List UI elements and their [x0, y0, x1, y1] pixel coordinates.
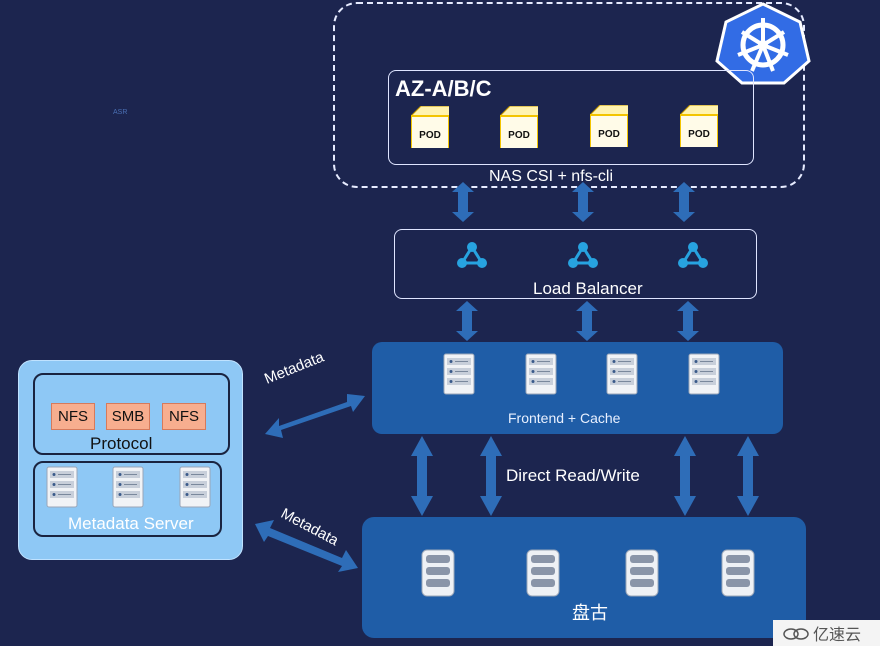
metadata-servers — [46, 466, 211, 508]
metadata-server-label: Metadata Server — [68, 514, 194, 533]
az-group — [388, 70, 754, 165]
pod: POD — [678, 103, 730, 157]
metadata-server-box — [33, 461, 222, 537]
metadata-arrow-upper — [265, 394, 365, 438]
lb-frontend-arrows — [456, 301, 699, 341]
k8s-cluster-frame — [333, 2, 805, 188]
watermark-text: 亿速云 — [813, 627, 862, 644]
protocol-chip: NFS — [51, 403, 95, 430]
pod-label: POD — [598, 129, 620, 140]
direct-read-write-label: Direct Read/Write — [506, 466, 640, 485]
metadata-arrow-lower — [255, 520, 358, 572]
protocol-chip: NFS — [162, 403, 206, 430]
kubernetes-logo-icon — [715, 2, 811, 85]
load-balancer-box — [394, 229, 757, 299]
pangu-storage-label: 盘古 — [572, 603, 608, 623]
protocol-chip: SMB — [106, 403, 150, 430]
protocol-label: Protocol — [90, 434, 153, 453]
pod: POD — [409, 104, 461, 158]
pod: POD — [588, 103, 640, 157]
metadata-panel — [18, 360, 243, 560]
protocol-box — [33, 373, 230, 455]
frontend-cache-label: Frontend + Cache — [508, 410, 621, 426]
pod-label: POD — [508, 130, 530, 141]
tiny-label: ASR — [113, 109, 128, 116]
pod: POD — [498, 104, 550, 158]
pod-label: POD — [419, 130, 441, 141]
load-balancer-icons — [455, 240, 710, 270]
pod-label: POD — [688, 129, 710, 140]
nas-csi-label: NAS CSI + nfs-cli — [489, 168, 614, 185]
cloud-logo-icon — [783, 628, 809, 640]
load-balancer-label: Load Balancer — [533, 279, 643, 298]
frontend-servers — [443, 353, 720, 395]
storage-disks — [421, 549, 755, 597]
watermark: 亿速云 — [773, 620, 880, 646]
az-title: AZ-A/B/C — [395, 76, 492, 101]
az-lb-arrows — [452, 182, 695, 222]
